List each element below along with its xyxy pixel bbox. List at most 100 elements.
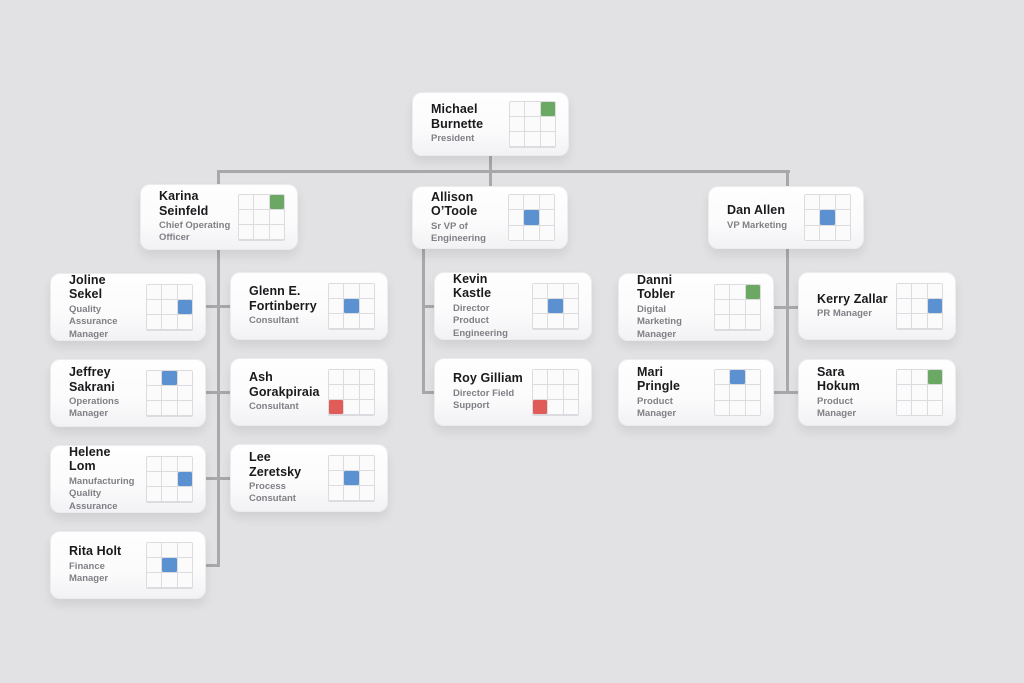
grid-cell [510,132,525,147]
person-title: Finance Manager [69,560,109,585]
grid-cell [344,283,359,298]
grid-cell [329,369,344,384]
status-grid [509,100,556,148]
grid-cell [177,542,192,557]
person-name: Michael Burnette [431,102,484,131]
grid-cell [563,384,578,400]
status-marker [540,101,555,116]
grid-cell [359,400,374,415]
grid-cell [177,456,192,471]
grid-cell [715,385,730,400]
connector-line [217,170,220,186]
grid-cell [147,385,162,401]
grid-cell [525,132,540,147]
status-marker [820,210,835,225]
grid-cell [540,132,555,147]
grid-cell [715,299,730,315]
grid-cell [239,225,254,240]
grid-cell [715,284,730,299]
grid-cell [359,470,374,486]
grid-cell [177,557,192,573]
grid-cell [239,194,254,209]
grid-cell [548,314,563,329]
grid-cell [563,314,578,329]
grid-cell [147,284,162,299]
grid-cell [539,210,554,225]
grid-cell [177,370,192,385]
grid-cell [509,210,524,225]
grid-cell [563,283,578,298]
grid-cell [897,385,912,400]
grid-cell [715,400,730,415]
grid-cell [745,315,760,330]
grid-cell [745,370,760,385]
status-grid [328,368,375,416]
grid-cell [329,486,344,501]
status-marker [162,557,177,573]
grid-cell [177,385,192,401]
grid-cell [524,225,539,240]
grid-cell [147,557,162,573]
person-title: Consultant [249,315,299,327]
grid-cell [912,400,927,415]
grid-cell [563,400,578,415]
person-title: Quality Assurance Manager [69,303,118,340]
connector-line [772,306,800,309]
connector-line [202,305,233,308]
grid-cell [329,384,344,400]
grid-cell [533,369,548,384]
grid-cell [162,456,177,471]
person-name: Rita Holt [69,544,122,559]
person-name: Kevin Kastle [453,272,492,301]
connector-line [217,170,790,173]
status-marker [269,194,284,209]
grid-cell [359,298,374,314]
grid-cell [329,455,344,470]
connector-line [489,170,492,188]
person-name: Roy Gilliam [453,371,523,386]
person-name: Kerry Zallar [817,291,888,306]
grid-cell [835,195,850,210]
grid-cell [329,298,344,314]
grid-cell [897,370,912,385]
grid-cell [177,315,192,330]
grid-cell [359,369,374,384]
status-grid [896,369,943,416]
status-marker [344,470,359,486]
grid-cell [269,209,284,225]
person-name: Danni Tobler [637,273,675,302]
person-title: Consultant [249,401,299,413]
grid-cell [162,385,177,401]
grid-cell [563,298,578,314]
grid-cell [177,401,192,416]
connector-line [786,170,789,188]
person-name: Karina Seinfeld [159,189,209,218]
grid-cell [510,101,525,116]
grid-cell [359,314,374,329]
